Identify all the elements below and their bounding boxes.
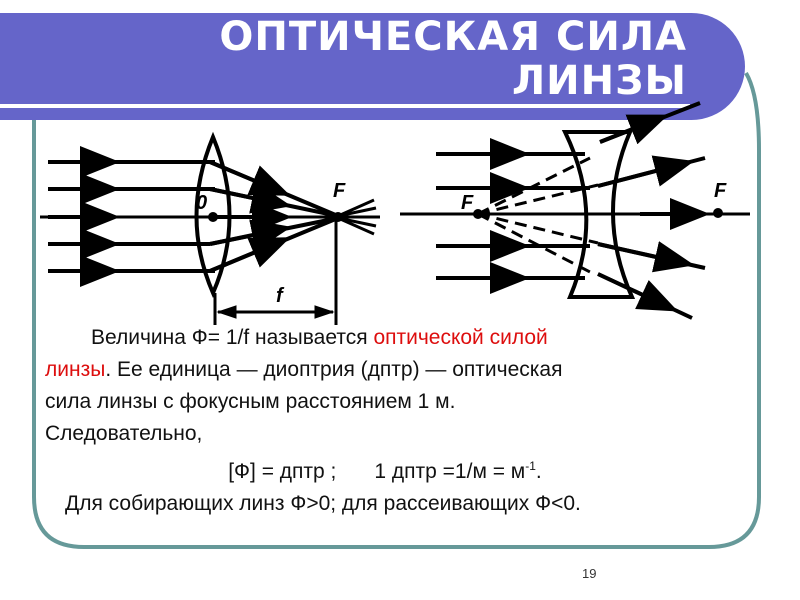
title-line-2: ЛИНЗЫ [511,58,687,104]
focal-length-label: f [276,285,283,307]
text-line-2: линзы. Ее единица — диоптрия (дптр) — оп… [45,358,563,381]
focus-dot-diverging-right [713,208,723,218]
text-line-4: Следовательно, [45,422,203,445]
definition-text: Величина Ф= 1/f называется оптической си… [45,322,745,520]
text-line-5-formula: [Ф] = дптр ;1 дптр =1/м = м-1. [228,459,542,483]
focus-dot-converging [333,212,343,222]
banner-background [0,13,745,120]
text-line-6: Для собирающих линз Ф>0; для рассеивающи… [65,492,581,515]
term-optical-power: оптической силой [373,326,548,349]
lens-center-label: 0 [196,192,208,214]
converging-lens-group [40,131,380,325]
text-line-3: сила линзы с фокусным расстоянием 1 м. [45,390,456,413]
slide-title: ОПТИЧЕСКАЯ СИЛА ЛИНЗЫ [219,15,687,103]
text-line-1: Величина Ф= 1/f называется оптической си… [91,326,548,349]
term-lens: линзы [45,358,106,381]
focus-label-converging: F [333,180,346,202]
focus-label-diverging-right: F [714,180,727,202]
page-number: 19 [582,566,597,581]
focus-dot-diverging-left [473,209,483,219]
lens-center-dot [208,212,218,222]
title-line-1: ОПТИЧЕСКАЯ СИЛА [219,14,687,60]
banner-stripe [0,104,690,108]
focus-label-diverging-left: F [461,192,474,214]
diverging-lens-group [400,101,750,320]
title-banner: ОПТИЧЕСКАЯ СИЛА ЛИНЗЫ [0,13,745,120]
